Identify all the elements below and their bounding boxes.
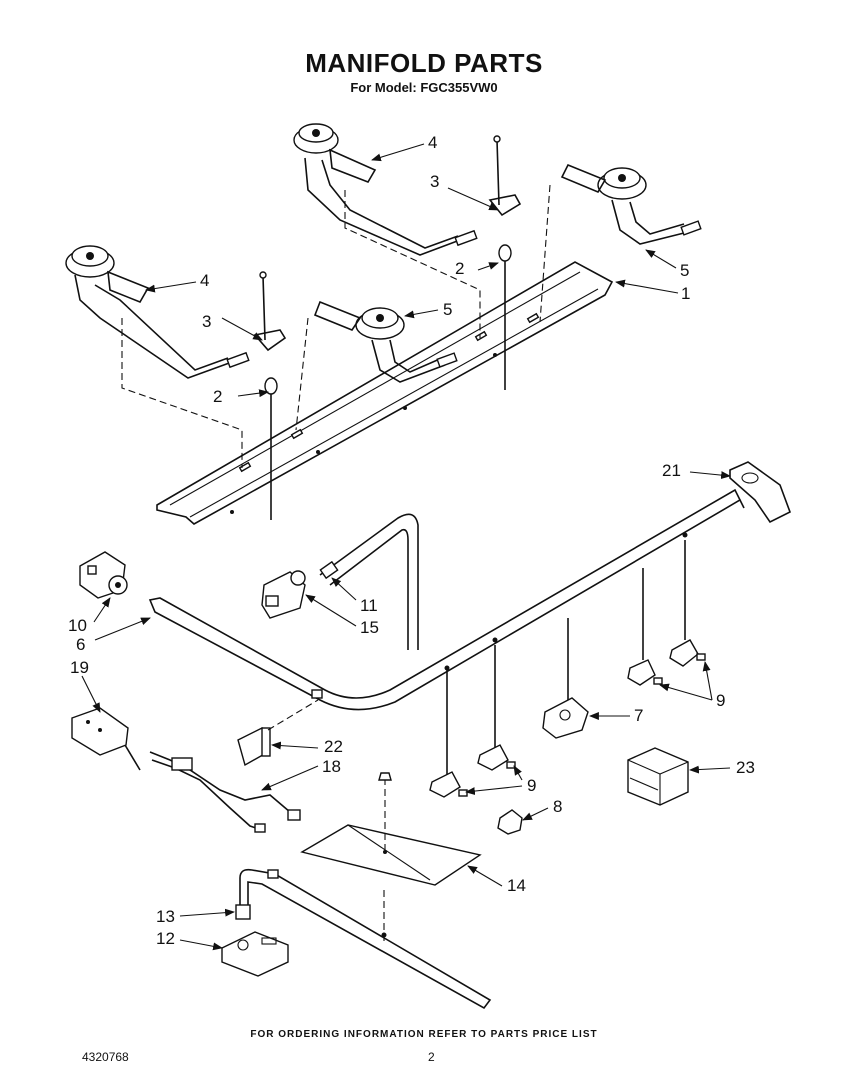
callout-2-top: 2 (455, 259, 465, 278)
ignitor-19 (71, 707, 141, 771)
callout-23: 23 (736, 758, 755, 777)
callout-5-right: 5 (680, 261, 690, 280)
callout-3-left: 3 (202, 312, 212, 331)
bracket-21 (729, 461, 791, 524)
callout-9-right: 9 (716, 691, 726, 710)
callout-19: 19 (70, 658, 89, 677)
callout-13: 13 (156, 907, 175, 926)
callout-11: 11 (360, 596, 378, 615)
callout-3-top: 3 (430, 172, 440, 191)
callout-4-top: 4 (428, 133, 438, 152)
burner-top-rear (293, 123, 478, 256)
page-number: 2 (428, 1050, 435, 1064)
callout-1: 1 (681, 284, 691, 303)
callout-14: 14 (507, 876, 526, 895)
manifold-pipe (148, 488, 745, 711)
valve-7 (542, 618, 589, 739)
callout-18: 18 (322, 757, 341, 776)
callout-10: 10 (68, 616, 87, 635)
valves-9 (429, 540, 706, 798)
model-subtitle: For Model: FGC355VW0 (350, 80, 498, 95)
callout-7: 7 (634, 706, 644, 725)
callout-2-left: 2 (213, 387, 223, 406)
callout-21: 21 (662, 461, 681, 480)
tube-11 (319, 513, 419, 650)
regulator-10 (79, 551, 128, 599)
page-title: MANIFOLD PARTS (305, 48, 543, 78)
burner-front-left (313, 300, 458, 383)
callout-6: 6 (76, 635, 86, 654)
box-23 (627, 747, 689, 806)
bracket-22 (237, 699, 319, 767)
harness-18 (149, 751, 301, 833)
document-number: 4320768 (82, 1050, 129, 1064)
orifice-8 (497, 809, 523, 835)
callout-9-lower: 9 (527, 776, 537, 795)
callout-22: 22 (324, 737, 343, 756)
callout-4-left: 4 (200, 271, 210, 290)
callout-15: 15 (360, 618, 379, 637)
callout-12: 12 (156, 929, 175, 948)
leader-lines (81, 143, 731, 951)
callout-8: 8 (553, 797, 563, 816)
ordering-note: FOR ORDERING INFORMATION REFER TO PARTS … (250, 1029, 598, 1040)
shield-14 (300, 772, 482, 886)
thermostat-12 (221, 931, 289, 977)
burner-left-rear (65, 245, 250, 379)
valve-15 (261, 570, 306, 619)
burner-frame (156, 261, 614, 525)
burner-front-right (560, 163, 702, 245)
callout-5-middle: 5 (443, 300, 453, 319)
oven-tube-13 (235, 868, 492, 1010)
